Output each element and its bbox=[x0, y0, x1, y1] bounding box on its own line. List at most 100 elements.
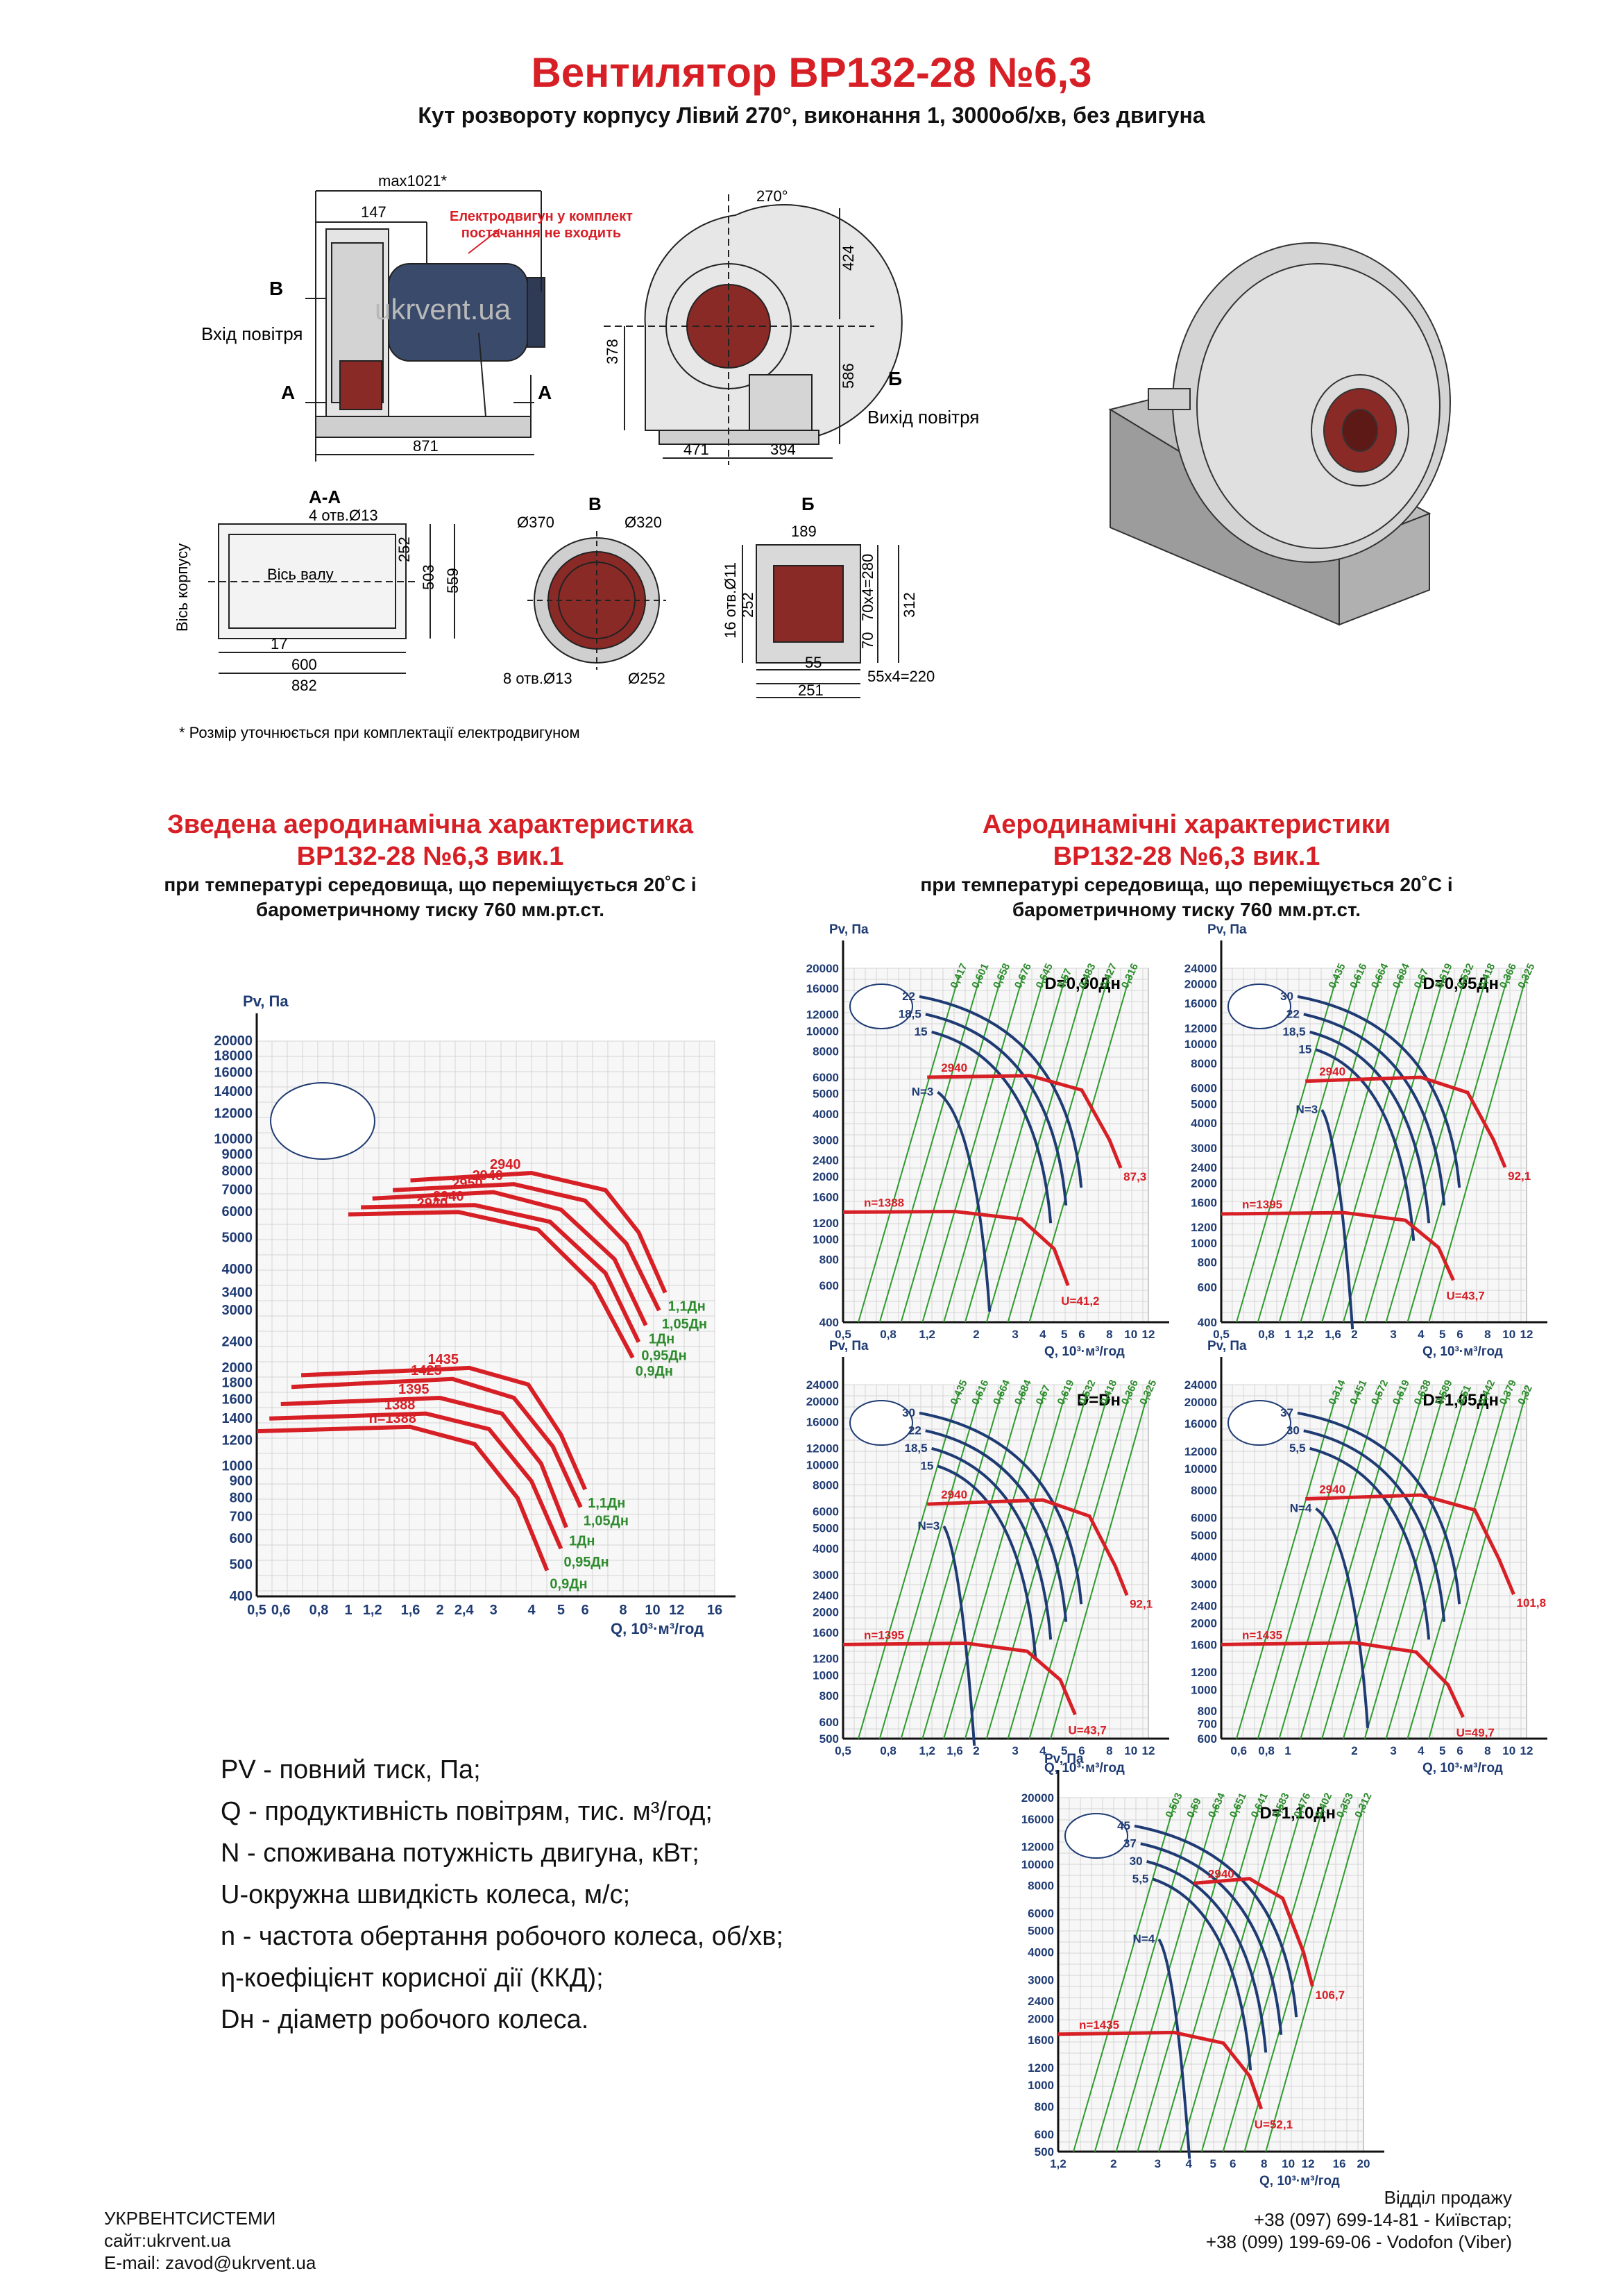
footer-email[interactable]: E-mail: zavod@ukrvent.ua bbox=[104, 2252, 316, 2273]
series-speed-label: 2940 bbox=[490, 1157, 521, 1172]
y-axis-label: Pv, Па bbox=[829, 1339, 869, 1353]
label-view-b: В bbox=[269, 278, 283, 299]
power-curve bbox=[1320, 1108, 1354, 1330]
dim-424: 424 bbox=[840, 245, 857, 271]
y-tick-label: 1800 bbox=[222, 1375, 253, 1390]
y-tick-label: 5000 bbox=[813, 1088, 839, 1101]
technical-drawings: max1021* 147 871 В Вхід повітря А А ukrv… bbox=[173, 172, 1451, 741]
y-tick-label: 1600 bbox=[813, 1626, 839, 1639]
y-tick-label: 2000 bbox=[1191, 1177, 1217, 1190]
dim-b-252: Ø252 bbox=[628, 670, 665, 687]
efficiency-line bbox=[1278, 974, 1381, 1323]
dim-bb-55x4: 55x4=220 bbox=[867, 668, 935, 685]
label-section-a-left: А bbox=[281, 382, 295, 403]
efficiency-line bbox=[965, 1391, 1067, 1739]
y-tick-label: 12000 bbox=[1021, 1841, 1054, 1854]
x-tick-label: 16 bbox=[1333, 2157, 1346, 2170]
x-tick-label: 8 bbox=[1484, 1328, 1490, 1341]
y-tick-label: 2400 bbox=[1191, 1599, 1217, 1612]
series-speed-label: 2940 bbox=[473, 1168, 504, 1183]
x-tick-label: 12 bbox=[1520, 1328, 1533, 1341]
x-tick-label: 4 bbox=[1418, 1328, 1425, 1341]
y-tick-label: 5000 bbox=[1191, 1529, 1217, 1542]
y-tick-label: 600 bbox=[819, 1716, 839, 1729]
dim-378: 378 bbox=[604, 339, 621, 364]
right-section-sub-1: при температурі середовища, що переміщує… bbox=[920, 874, 1453, 895]
x-tick-label: 6 bbox=[1078, 1744, 1085, 1757]
y-tick-label: 4000 bbox=[813, 1542, 839, 1555]
label-view-bb: Б bbox=[888, 368, 902, 389]
left-section-title-2: ВР132-28 №6,3 вик.1 bbox=[296, 842, 564, 871]
power-curve bbox=[1152, 1877, 1252, 2070]
y-tick-label: 20000 bbox=[806, 1395, 839, 1408]
power-label: N=4 bbox=[1133, 1932, 1155, 1945]
right-section-title-2: ВР132-28 №6,3 вик.1 bbox=[1053, 842, 1320, 871]
y-tick-label: 6000 bbox=[813, 1071, 839, 1084]
y-tick-label: 500 bbox=[230, 1557, 253, 1572]
y-tick-label: 1000 bbox=[1191, 1237, 1217, 1250]
power-label: N=3 bbox=[1296, 1103, 1318, 1116]
y-tick-label: 800 bbox=[1198, 1256, 1217, 1269]
x-tick-label: 2 bbox=[973, 1744, 979, 1757]
y-tick-label: 4000 bbox=[1028, 1946, 1054, 1959]
y-tick-label: 2000 bbox=[222, 1360, 253, 1376]
x-tick-label: 8 bbox=[1106, 1744, 1112, 1757]
x-tick-label: 4 bbox=[1186, 2157, 1193, 2170]
brand-logo-badge bbox=[1227, 1400, 1291, 1446]
dim-bb-251: 251 bbox=[798, 682, 824, 699]
series-diameter-label: 0,9Дн bbox=[550, 1577, 587, 1592]
brand-logo-badge bbox=[849, 1400, 913, 1446]
x-tick-label: 10 bbox=[1502, 1328, 1515, 1341]
right-section-title-1: Аеродинамічні характеристики bbox=[982, 810, 1391, 839]
view-bb-drawing bbox=[742, 544, 899, 698]
x-tick-label: 20 bbox=[1357, 2157, 1370, 2170]
y-tick-label: 24000 bbox=[1184, 1378, 1217, 1392]
x-tick-label: 2 bbox=[973, 1328, 979, 1341]
x-tick-label: 12 bbox=[1302, 2157, 1315, 2170]
dim-871: 871 bbox=[413, 437, 439, 455]
y-tick-label: 1400 bbox=[222, 1411, 253, 1426]
footer-site[interactable]: сайт:ukrvent.ua bbox=[104, 2230, 231, 2251]
y-tick-label: 700 bbox=[230, 1510, 253, 1525]
y-tick-label: 12000 bbox=[1184, 1022, 1217, 1035]
x-tick-label: 0,5 bbox=[1213, 1328, 1230, 1341]
y-tick-label: 800 bbox=[819, 1689, 839, 1703]
efficiency-line bbox=[1278, 1391, 1381, 1739]
y-tick-label: 1000 bbox=[1028, 2079, 1054, 2092]
legend-item: N - споживана потужність двигуна, кВт; bbox=[221, 1839, 699, 1868]
x-tick-label: 3 bbox=[1012, 1744, 1018, 1757]
x-axis-label: Q, 10³·м³/год bbox=[611, 1620, 704, 1637]
lower-curve-label: n=1435 bbox=[1079, 2018, 1119, 2032]
y-tick-label: 9000 bbox=[222, 1147, 253, 1162]
y-tick-label: 10000 bbox=[214, 1132, 253, 1147]
efficiency-line bbox=[900, 1391, 1003, 1739]
y-tick-label: 10000 bbox=[806, 1024, 839, 1038]
x-tick-label: 0,8 bbox=[880, 1328, 897, 1341]
x-tick-label: 16 bbox=[707, 1603, 722, 1618]
upper-curve-end-label: 101,8 bbox=[1517, 1596, 1547, 1610]
series-speed-label: 2940 bbox=[417, 1196, 448, 1211]
y-tick-label: 1200 bbox=[1191, 1666, 1217, 1679]
power-label: 45 bbox=[1117, 1819, 1130, 1832]
y-tick-label: 1600 bbox=[1191, 1196, 1217, 1209]
footer-phone-2[interactable]: +38 (099) 199-69-06 - Vodofon (Viber) bbox=[1205, 2231, 1512, 2252]
power-curve bbox=[1134, 1824, 1298, 2018]
efficiency-line bbox=[1343, 1391, 1445, 1739]
y-tick-label: 1000 bbox=[1191, 1683, 1217, 1696]
power-label: 37 bbox=[1280, 1406, 1293, 1419]
footer-phone-1[interactable]: +38 (097) 699-14-81 - Київстар; bbox=[1253, 2209, 1512, 2230]
series-curve bbox=[361, 1203, 641, 1343]
lower-curve-end-label: U=43,7 bbox=[1446, 1290, 1484, 1303]
power-curve bbox=[1297, 995, 1461, 1188]
x-tick-label: 5 bbox=[1439, 1744, 1445, 1757]
efficiency-line bbox=[878, 1391, 981, 1739]
power-curve bbox=[1309, 1446, 1431, 1640]
x-tick-label: 8 bbox=[1484, 1744, 1490, 1757]
power-label: 30 bbox=[1280, 990, 1293, 1003]
page-subtitle: Кут розвороту корпусу Лівий 270°, викона… bbox=[418, 103, 1205, 128]
x-tick-label: 2 bbox=[1351, 1744, 1357, 1757]
x-tick-label: 2,4 bbox=[454, 1603, 475, 1618]
x-tick-label: 8 bbox=[1261, 2157, 1267, 2170]
